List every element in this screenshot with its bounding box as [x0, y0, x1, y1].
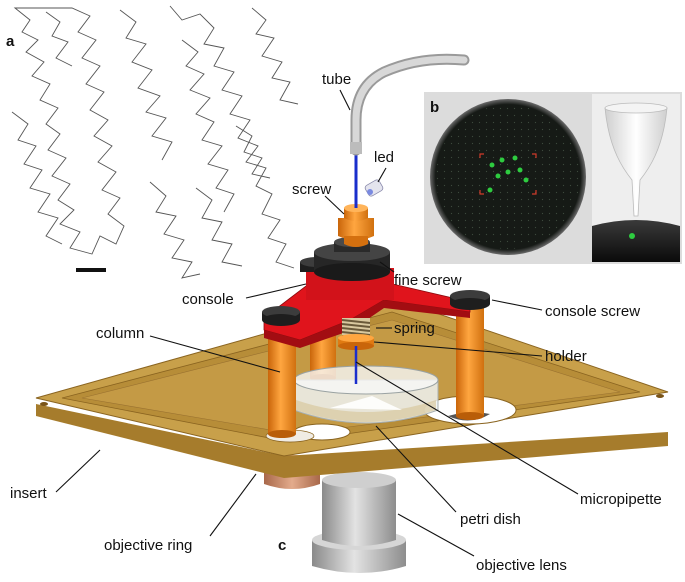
- leader-lines: [55, 89, 579, 557]
- panel-label-a: a: [6, 33, 15, 50]
- dish-grid: [436, 105, 580, 249]
- panel-label-b: b: [430, 99, 439, 116]
- dish-floor: [592, 220, 680, 262]
- label-console: console: [182, 291, 234, 308]
- label-column: column: [96, 325, 144, 342]
- panel-b-inset: b: [424, 92, 682, 264]
- panel-label-c: c: [278, 537, 286, 554]
- panel-c-apparatus: tube led screw fine screw console consol…: [10, 53, 669, 574]
- spring: [341, 318, 371, 339]
- fluorescent-spots: [487, 155, 529, 193]
- label-petri-dish: petri dish: [460, 511, 521, 528]
- screw: [338, 204, 374, 247]
- pipette-cone: [604, 107, 668, 217]
- label-fine-screw: fine screw: [394, 272, 462, 289]
- label-micropipette: micropipette: [580, 491, 662, 508]
- holder: [338, 334, 374, 350]
- led: [364, 179, 384, 197]
- roi-markers: [479, 153, 537, 195]
- panel-a-outlines: [11, 5, 299, 279]
- cell-spot: [629, 233, 635, 239]
- cone-opening: [604, 102, 668, 114]
- label-led: led: [374, 149, 394, 166]
- label-screw: screw: [292, 181, 331, 198]
- label-holder: holder: [545, 348, 587, 365]
- tube: [350, 53, 470, 156]
- label-insert: insert: [10, 485, 48, 502]
- label-spring: spring: [394, 320, 435, 337]
- console-screw-left: [262, 306, 300, 326]
- scale-bar: [76, 268, 106, 272]
- label-objective-ring: objective ring: [104, 537, 192, 554]
- console-screw-right: [450, 290, 490, 310]
- column-right: [456, 306, 484, 420]
- label-objective-lens: objective lens: [476, 557, 567, 574]
- label-console-screw: console screw: [545, 303, 640, 320]
- label-tube: tube: [322, 71, 351, 88]
- fine-screw: [314, 237, 390, 281]
- petri-dish: [293, 365, 439, 424]
- objective-lens: [312, 472, 406, 573]
